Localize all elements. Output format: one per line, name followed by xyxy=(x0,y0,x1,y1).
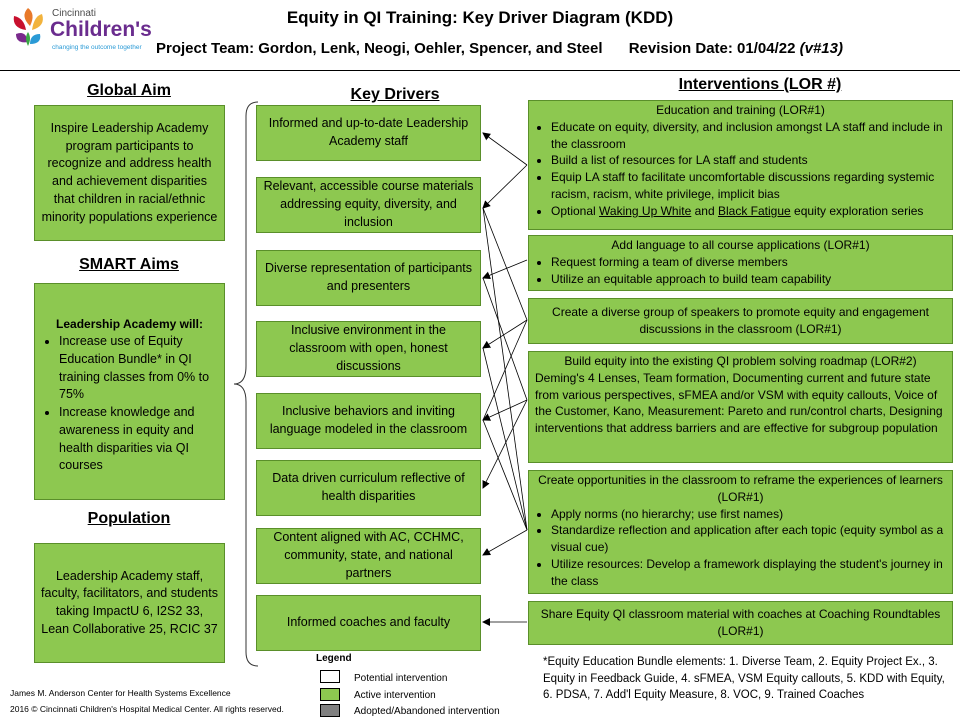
intervention-item: Educate on equity, diversity, and inclus… xyxy=(551,119,946,153)
global-aim-box: Inspire Leadership Academy program parti… xyxy=(34,105,225,241)
intervention-item: Apply norms (no hierarchy; use first nam… xyxy=(551,506,946,523)
logo-mark-icon xyxy=(13,8,43,46)
intervention-roadmap: Build equity into the existing QI proble… xyxy=(528,351,953,463)
legend-label: Potential intervention xyxy=(354,673,448,684)
logo-line2: Children's xyxy=(50,18,152,41)
legend-swatch-active xyxy=(320,688,340,701)
intervention-item-optional: Optional Waking Up White and Black Fatig… xyxy=(551,203,946,220)
intervention-language: Add language to all course applications … xyxy=(528,235,953,291)
population-box: Leadership Academy staff, faculty, facil… xyxy=(34,543,225,663)
header-divider xyxy=(0,70,960,71)
intervention-text: Deming's 4 Lenses, Team formation, Docum… xyxy=(535,370,943,436)
key-driver-8: Informed coaches and faculty xyxy=(256,595,481,651)
footnote: *Equity Education Bundle elements: 1. Di… xyxy=(543,656,945,702)
key-driver-7: Content aligned with AC, CCHMC, communit… xyxy=(256,528,481,584)
legend-label: Adopted/Abandoned intervention xyxy=(354,706,500,717)
intervention-item: Build a list of resources for LA staff a… xyxy=(551,152,946,169)
key-driver-text: Informed coaches and faculty xyxy=(286,615,451,630)
intervention-title: Add language to all course applications … xyxy=(611,238,870,252)
logo-line1: Cincinnati xyxy=(52,8,96,19)
key-driver-2: Relevant, accessible course materials ad… xyxy=(256,177,481,233)
intervention-item: Standardize reflection and application a… xyxy=(551,522,946,556)
key-driver-text: Content aligned with AC, CCHMC, communit… xyxy=(273,530,464,580)
intervention-list: Request forming a team of diverse member… xyxy=(535,254,946,288)
key-driver-4: Inclusive environment in the classroom w… xyxy=(256,321,481,377)
aims-brace-icon xyxy=(233,101,259,667)
legend-title: Legend xyxy=(316,653,352,664)
black-fatigue-link[interactable]: Black Fatigue xyxy=(717,203,791,218)
legend-label: Active intervention xyxy=(354,690,436,701)
key-driver-text: Inclusive environment in the classroom w… xyxy=(289,323,448,373)
smart-aim-item: Increase knowledge and awareness in equi… xyxy=(59,404,218,475)
legend-swatch-potential xyxy=(320,670,340,683)
intervention-reframe: Create opportunities in the classroom to… xyxy=(528,470,953,594)
smart-aims-box: Leadership Academy will: Increase use of… xyxy=(34,283,225,500)
smart-aims-heading: SMART Aims xyxy=(79,256,179,273)
key-driver-text: Inclusive behaviors and inviting languag… xyxy=(269,404,468,436)
intervention-education: Education and training (LOR#1) Educate o… xyxy=(528,100,953,230)
intervention-item: Request forming a team of diverse member… xyxy=(551,254,946,271)
intervention-title: Education and training (LOR#1) xyxy=(656,103,825,117)
smart-aims-list: Increase use of Equity Education Bundle*… xyxy=(41,333,218,475)
global-aim-heading: Global Aim xyxy=(87,82,171,99)
intervention-item: Utilize resources: Develop a framework d… xyxy=(551,556,946,590)
smart-aim-item: Increase use of Equity Education Bundle*… xyxy=(59,333,218,404)
key-driver-6: Data driven curriculum reflective of hea… xyxy=(256,460,481,516)
project-team: Project Team: Gordon, Lenk, Neogi, Oehle… xyxy=(156,40,603,57)
logo: Cincinnati Children's changing the outco… xyxy=(6,4,156,56)
key-driver-text: Relevant, accessible course materials ad… xyxy=(263,179,474,229)
population-text: Leadership Academy staff, faculty, facil… xyxy=(41,568,218,636)
intervention-text: Share Equity QI classroom material with … xyxy=(540,606,941,638)
key-driver-text: Data driven curriculum reflective of hea… xyxy=(272,471,465,503)
key-driver-3: Diverse representation of participants a… xyxy=(256,250,481,306)
revision-version: (v#13) xyxy=(799,40,843,57)
waking-up-white-link[interactable]: Waking Up White xyxy=(599,203,692,218)
intervention-share: Share Equity QI classroom material with … xyxy=(528,601,953,645)
intervention-list: Apply norms (no hierarchy; use first nam… xyxy=(535,506,946,590)
smart-aims-lead: Leadership Academy will: xyxy=(56,317,203,331)
key-driver-5: Inclusive behaviors and inviting languag… xyxy=(256,393,481,449)
population-heading: Population xyxy=(87,510,171,527)
intervention-title: Build equity into the existing QI proble… xyxy=(564,354,917,368)
global-aim-text: Inspire Leadership Academy program parti… xyxy=(41,120,218,224)
intervention-text: Create a diverse group of speakers to pr… xyxy=(552,304,929,336)
intervention-list: Educate on equity, diversity, and inclus… xyxy=(535,119,946,220)
key-driver-text: Diverse representation of participants a… xyxy=(264,261,473,293)
page-title: Equity in QI Training: Key Driver Diagra… xyxy=(286,8,674,27)
key-driver-1: Informed and up-to-date Leadership Acade… xyxy=(256,105,481,161)
key-driver-text: Informed and up-to-date Leadership Acade… xyxy=(268,116,469,148)
logo-tagline: changing the outcome together xyxy=(52,44,142,51)
intervention-title: Create opportunities in the classroom to… xyxy=(538,473,943,504)
revision-date: Revision Date: 01/04/22 xyxy=(628,40,796,57)
header-info: Project Team: Gordon, Lenk, Neogi, Oehle… xyxy=(156,40,956,57)
key-drivers-heading: Key Drivers xyxy=(350,86,440,103)
intervention-item: Utilize an equitable approach to build t… xyxy=(551,271,946,288)
footer-copyright: 2016 © Cincinnati Children's Hospital Me… xyxy=(10,704,284,714)
intervention-speakers: Create a diverse group of speakers to pr… xyxy=(528,298,953,344)
interventions-heading: Interventions (LOR #) xyxy=(678,76,842,93)
footer-center-name: James M. Anderson Center for Health Syst… xyxy=(10,688,231,698)
legend-swatch-adopted xyxy=(320,704,340,717)
intervention-item: Equip LA staff to facilitate uncomfortab… xyxy=(551,169,946,203)
